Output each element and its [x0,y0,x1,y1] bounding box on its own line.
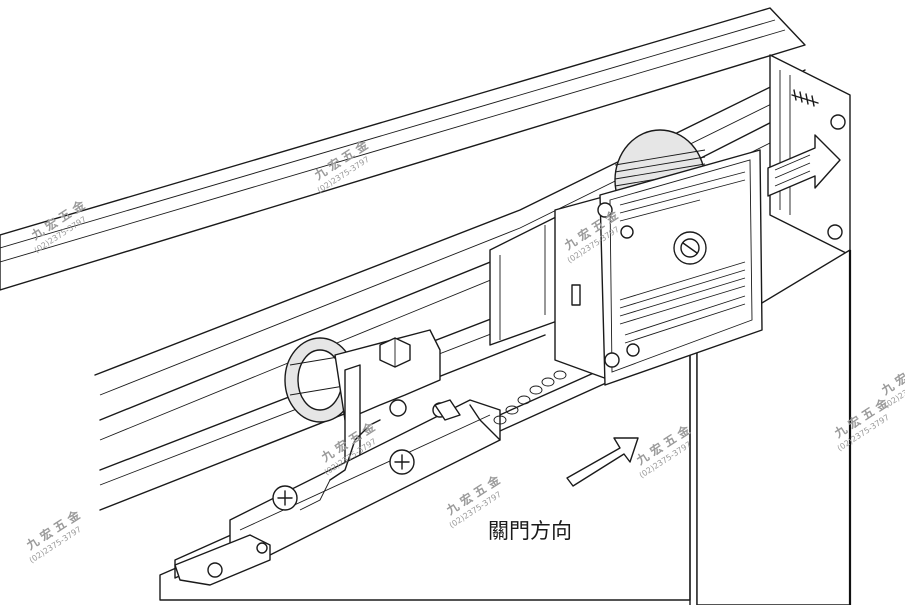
roller-carriage-right [489,89,846,386]
watermark: 九 宏 五 金 (02)2375-3797 [23,506,84,565]
closing-direction-label: 關門方向 [488,519,572,543]
closing-direction-arrow [566,437,639,487]
roller-carriage-left [174,329,567,586]
